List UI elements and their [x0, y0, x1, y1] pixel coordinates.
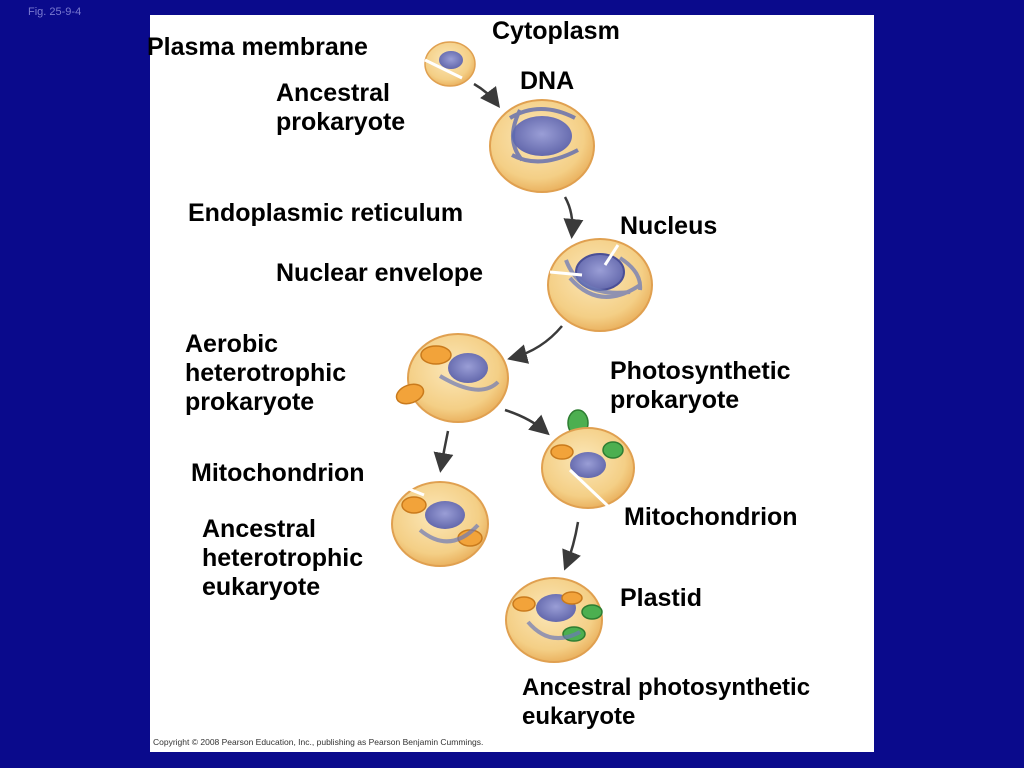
label-plasma-membrane: Plasma membrane [147, 33, 368, 61]
arrow [473, 82, 501, 108]
label-aerobic-heterotrophic-prokaryote: Aerobic heterotrophic prokaryote [185, 330, 347, 416]
arrow [433, 430, 454, 473]
label-photosynthetic-prokaryote: Photosynthetic prokaryote [610, 357, 791, 414]
cell-engulfing-aerobe [395, 333, 509, 423]
copyright-notice: Copyright © 2008 Pearson Education, Inc.… [153, 737, 484, 747]
cell-heterotrophic-eukaryote [391, 481, 489, 567]
cell-infolding [489, 99, 595, 193]
label-cytoplasm: Cytoplasm [492, 17, 620, 45]
arrow [504, 408, 550, 436]
cell-ancestral-prokaryote [424, 41, 476, 87]
arrow [563, 196, 584, 239]
arrow [562, 521, 581, 571]
label-ancestral-photosynthetic-eukaryote: Ancestral photosynthetic eukaryote [522, 674, 811, 730]
cell-engulfing-photosynth [541, 427, 635, 510]
label-endoplasmic-reticulum: Endoplasmic reticulum [188, 199, 464, 227]
label-plastid: Plastid [620, 584, 702, 612]
label-nuclear-envelope: Nuclear envelope [276, 259, 484, 287]
cell-nucleus-er [547, 238, 653, 332]
label-dna: DNA [520, 67, 575, 95]
label-ancestral-heterotrophic-eukaryote: Ancestral heterotrophic eukaryote [202, 515, 364, 601]
arrow [507, 325, 563, 364]
label-nucleus: Nucleus [620, 212, 718, 240]
figure-tag: Fig. 25-9-4 [28, 6, 82, 18]
cell-photosynthetic-eukaryote [505, 577, 603, 663]
label-ancestral-prokaryote: Ancestral prokaryote [276, 79, 406, 136]
label-mitochondrion: Mitochondrion [624, 503, 798, 531]
label-mitochondrion: Mitochondrion [191, 459, 365, 487]
